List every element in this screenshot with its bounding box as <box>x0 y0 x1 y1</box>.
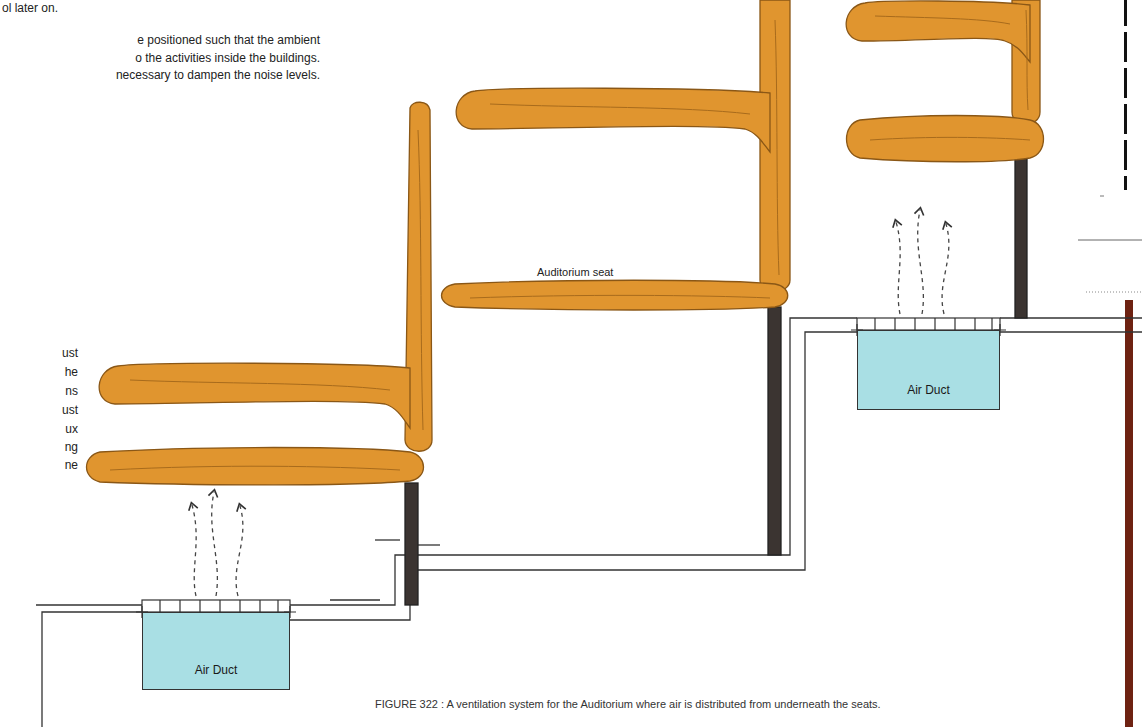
page-margin-marks <box>1078 0 1142 727</box>
body-text-fragment: ol later on. <box>2 1 58 15</box>
air-duct-box: Air Duct <box>857 330 1000 410</box>
part-label: Auditorium seat <box>537 266 613 279</box>
stepped-floor <box>36 318 1142 727</box>
airflow-arrows <box>192 210 949 596</box>
body-text-fragment: he <box>65 365 78 379</box>
figure-caption: FIGURE 322 : A ventilation system for th… <box>375 698 881 710</box>
air-duct-box: Air Duct <box>142 612 290 690</box>
body-text-fragment: ux <box>65 422 78 436</box>
body-text-fragment: ust <box>62 346 78 360</box>
body-text-fragment: ng <box>65 440 78 454</box>
body-text-fragment: o the activities inside the buildings. <box>135 51 320 65</box>
body-text-fragment: ne <box>65 458 78 472</box>
body-text-fragment: ns <box>65 384 78 398</box>
auditorium-seats <box>87 0 1044 605</box>
body-text-fragment: e positioned such that the ambient <box>137 33 320 47</box>
body-text-fragment: ust <box>62 403 78 417</box>
duct-label: Air Duct <box>195 663 238 689</box>
body-text-fragment: necessary to dampen the noise levels. <box>116 68 320 82</box>
duct-label: Air Duct <box>907 383 950 409</box>
